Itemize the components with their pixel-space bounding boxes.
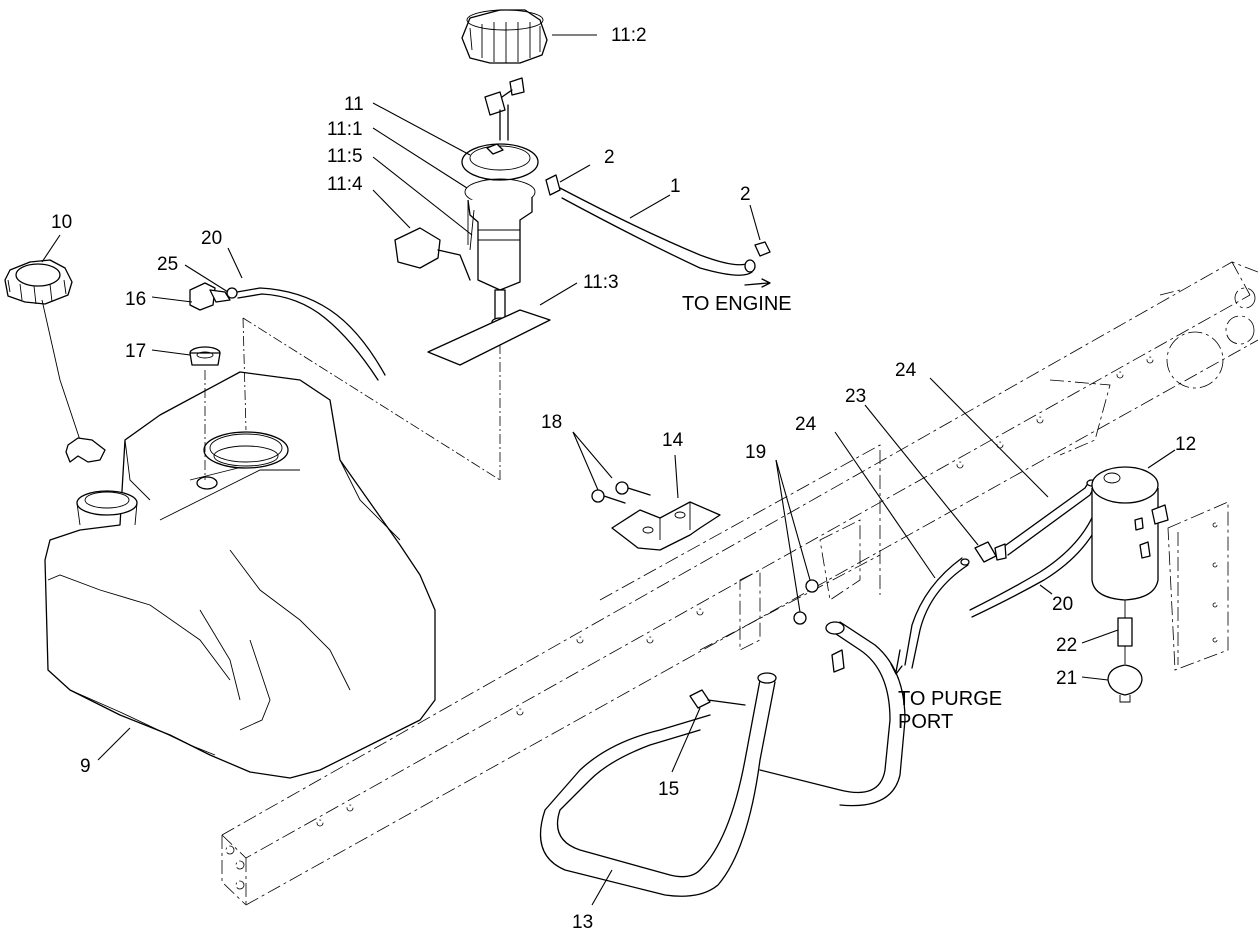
label-11-5: 11:5 [327, 146, 363, 167]
label-17: 17 [125, 341, 146, 362]
label-18: 18 [541, 412, 562, 433]
label-22: 22 [1056, 635, 1077, 656]
label-24-left: 24 [795, 414, 817, 435]
note-to-purge-line2: PORT [898, 711, 953, 733]
fuel-cap [4, 259, 106, 463]
fuel-tank [44, 371, 436, 779]
label-14: 14 [662, 430, 684, 451]
filler-tube [539, 621, 906, 897]
label-11-2: 11:2 [611, 25, 647, 46]
vent-fittings [189, 282, 501, 481]
label-16: 16 [125, 289, 146, 310]
label-20-vent: 20 [201, 228, 222, 249]
fuel-pump-assembly [394, 9, 551, 366]
label-11-4: 11:4 [327, 174, 363, 195]
bracket-and-bolts [591, 481, 721, 551]
label-11: 11 [344, 94, 364, 115]
note-to-purge-line1: TO PURGE [898, 688, 1002, 710]
label-2-lower: 2 [740, 184, 751, 205]
label-13: 13 [572, 912, 593, 933]
label-25: 25 [157, 254, 178, 275]
label-11-3: 11:3 [583, 272, 619, 293]
label-19: 19 [745, 442, 766, 463]
fuel-line-to-engine [545, 174, 771, 288]
charcoal-canister [1091, 466, 1229, 703]
label-20-canister: 20 [1052, 594, 1073, 615]
flow-notes: TO ENGINE TO PURGE PORT [682, 293, 1002, 733]
label-21: 21 [1056, 668, 1077, 689]
note-to-engine: TO ENGINE [682, 293, 792, 315]
leader-lines [41, 34, 1176, 906]
label-11-1: 11:1 [327, 119, 363, 140]
nuts [793, 579, 819, 625]
frame-rail [221, 261, 1258, 906]
label-2-upper: 2 [604, 147, 615, 168]
label-9: 9 [80, 756, 91, 777]
part-labels: 11:2 11 11:1 11:5 11:4 2 1 2 10 20 25 16… [51, 25, 1196, 933]
label-24-right: 24 [895, 360, 917, 381]
label-15: 15 [658, 779, 679, 800]
label-1: 1 [670, 176, 681, 197]
label-12: 12 [1175, 434, 1196, 455]
label-10: 10 [51, 212, 72, 233]
label-23: 23 [845, 386, 866, 407]
